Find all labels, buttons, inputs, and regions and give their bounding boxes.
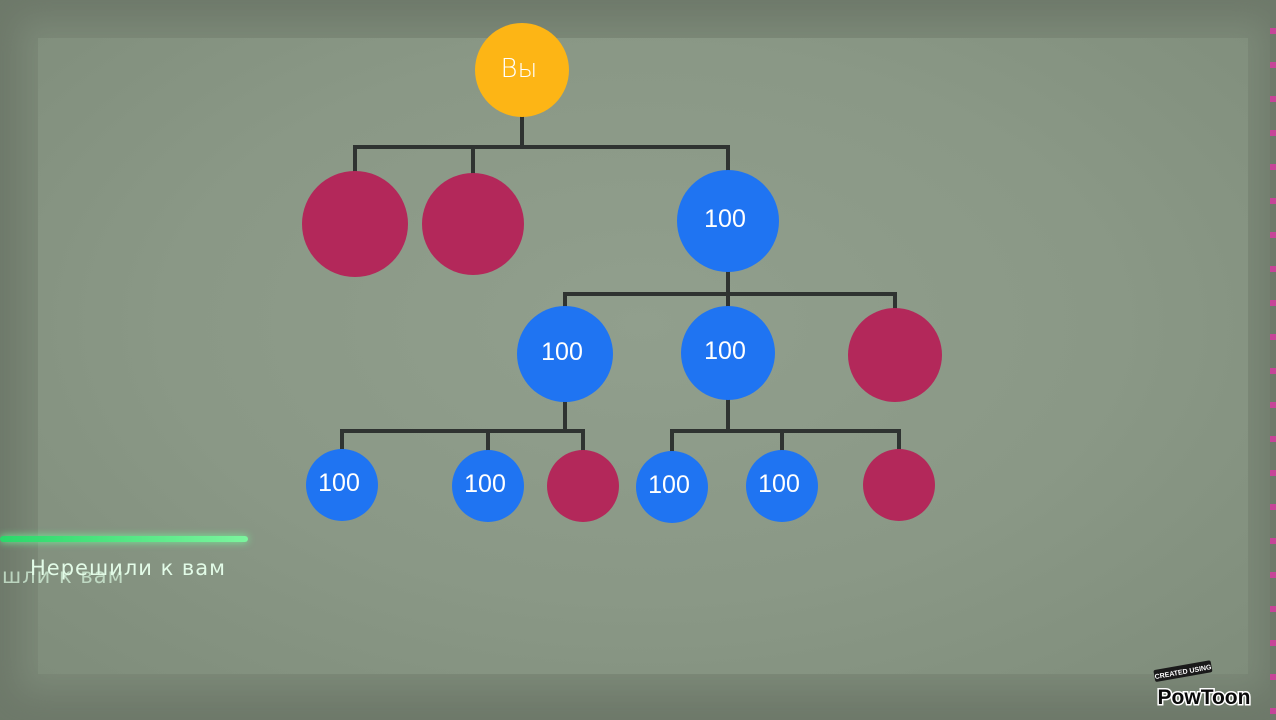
node-circle-l3c xyxy=(547,450,619,522)
node-l2b: 100 xyxy=(681,306,775,400)
node-circle-l3e xyxy=(746,450,818,522)
node-l1b xyxy=(422,173,524,275)
caption-text: Нерешили к вам xyxy=(30,556,227,580)
node-label-root: Вы xyxy=(501,54,538,84)
chalkboard-background xyxy=(38,38,1248,674)
node-l3c xyxy=(547,450,619,522)
node-l3f xyxy=(863,449,935,521)
edge-artifact-stripe xyxy=(1270,0,1276,720)
node-label-l3b: 100 xyxy=(464,470,506,498)
node-l3d: 100 xyxy=(636,451,708,523)
powtoon-watermark: CREATED USING PowToon xyxy=(1153,660,1252,711)
node-label-l3e: 100 xyxy=(758,470,800,498)
node-circle-l2b xyxy=(681,306,775,400)
node-l3a: 100 xyxy=(306,449,378,521)
node-circle-l1c xyxy=(677,170,779,272)
tree-nodes: Вы 100 100 100 100 100 100 100 xyxy=(302,23,942,523)
node-circle-l2a xyxy=(517,306,613,402)
node-circle-l3a xyxy=(306,449,378,521)
connector-lines xyxy=(340,115,901,455)
node-circle-root xyxy=(475,23,569,117)
node-label-l1c: 100 xyxy=(704,205,746,233)
node-label-l2b: 100 xyxy=(704,337,746,365)
node-l3b: 100 xyxy=(452,450,524,522)
node-l1a xyxy=(302,171,408,277)
node-circle-l1a xyxy=(302,171,408,277)
node-l2a: 100 xyxy=(517,306,613,402)
node-circle-l3b xyxy=(452,450,524,522)
node-label-l3a: 100 xyxy=(318,469,360,497)
caption-ghost-text: шли к вам xyxy=(2,564,125,588)
node-label-l3d: 100 xyxy=(648,471,690,499)
node-l1c: 100 xyxy=(677,170,779,272)
caption-underline xyxy=(0,536,248,542)
node-circle-l3f xyxy=(863,449,935,521)
node-root: Вы xyxy=(475,23,569,117)
node-l3e: 100 xyxy=(746,450,818,522)
node-l2c xyxy=(848,308,942,402)
node-label-l2a: 100 xyxy=(541,338,583,366)
node-circle-l3d xyxy=(636,451,708,523)
watermark-brand: PowToon xyxy=(1158,686,1251,709)
node-circle-l1b xyxy=(422,173,524,275)
node-circle-l2c xyxy=(848,308,942,402)
